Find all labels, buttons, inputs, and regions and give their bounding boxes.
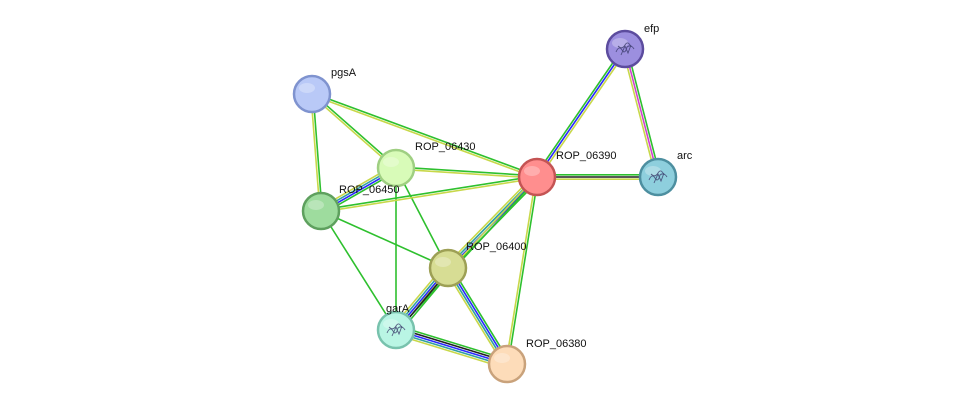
edge-evidence-neighborhood [507, 176, 539, 365]
node-ROP_06400[interactable]: ROP_06400 [428, 241, 527, 288]
edge-evidence-cooccurrence [536, 48, 626, 178]
node-label: ROP_06430 [415, 141, 476, 153]
node-label: ROP_06400 [466, 241, 527, 253]
node-circle[interactable] [605, 29, 645, 69]
node-label: ROP_06380 [526, 338, 587, 350]
node-circle[interactable] [376, 148, 416, 188]
edge-pgsA-ROP_06450[interactable] [310, 93, 323, 212]
edge-evidence-textmining [320, 177, 538, 213]
edge-ROP_06450-ROP_06390[interactable] [320, 175, 538, 213]
node-label: pgsA [331, 67, 357, 79]
node-label: efp [644, 23, 659, 35]
edge-evidence-textmining [310, 93, 321, 212]
node-label: ROP_06450 [339, 184, 400, 196]
node-label: ROP_06390 [556, 150, 617, 162]
node-circle[interactable] [638, 157, 678, 197]
edge-ROP_06430-ROP_06390[interactable] [395, 166, 538, 179]
edge-evidence-neighborhood [312, 93, 323, 212]
node-highlight [308, 200, 324, 210]
node-highlight [383, 157, 399, 167]
node-circle[interactable] [292, 74, 332, 114]
edge-ROP_06450-ROP_06400[interactable] [320, 210, 449, 269]
edge-evidence-coexpression [395, 327, 509, 363]
node-pgsA[interactable]: pgsA [292, 67, 357, 114]
node-label: garA [386, 303, 410, 315]
node-label: arc [677, 150, 693, 162]
node-circle[interactable] [487, 344, 527, 384]
node-highlight [612, 38, 628, 48]
edge-evidence-textmining [505, 176, 537, 365]
node-circle[interactable] [428, 248, 468, 288]
edge-evidence-neighborhood [320, 210, 397, 331]
edge-evidence-neighborhood [311, 92, 539, 177]
node-highlight [524, 166, 540, 176]
node-ROP_06450[interactable]: ROP_06450 [301, 184, 400, 231]
node-highlight [383, 319, 399, 329]
edge-evidence-textmining [310, 94, 538, 179]
node-efp[interactable]: efp [605, 23, 659, 69]
protein-structure-icon [648, 170, 668, 184]
protein-structure-icon [386, 323, 406, 337]
edge-pgsA-ROP_06390[interactable] [310, 92, 539, 179]
edge-evidence-textmining [538, 49, 628, 180]
edge-evidence-textmining [393, 333, 507, 370]
node-highlight [645, 166, 661, 176]
node-ROP_06380[interactable]: ROP_06380 [487, 338, 587, 384]
edge-garA-ROP_06380[interactable] [393, 324, 510, 370]
node-highlight [299, 83, 315, 93]
edge-ROP_06390-efp[interactable] [534, 46, 628, 180]
node-circle[interactable] [517, 157, 557, 197]
edge-evidence-neighborhood [626, 47, 661, 178]
edge-evidence-neighborhood [395, 166, 538, 177]
edge-evidence-experiments [624, 48, 659, 178]
edge-evidence-neighborhood [534, 46, 624, 177]
edge-evidence-neighborhood [396, 324, 510, 361]
edge-evidence-fusion [394, 331, 508, 367]
edge-evidence-cooccurrence [395, 329, 508, 365]
edge-evidence-neighborhood [320, 210, 449, 269]
node-garA[interactable]: garA [376, 303, 416, 350]
node-highlight [435, 257, 451, 267]
edge-evidence-textmining [395, 168, 538, 179]
node-ROP_06430[interactable]: ROP_06430 [376, 141, 476, 188]
edge-evidence-textmining [444, 173, 536, 267]
edge-ROP_06390-ROP_06380[interactable] [505, 176, 539, 365]
edge-efp-arc[interactable] [622, 47, 661, 179]
edge-ROP_06390-arc[interactable] [536, 174, 659, 180]
edges-layer [310, 46, 661, 370]
node-highlight [494, 353, 510, 363]
node-arc[interactable]: arc [638, 150, 693, 197]
node-ROP_06390[interactable]: ROP_06390 [517, 150, 617, 197]
edge-evidence-neighborhood [320, 175, 538, 211]
node-circle[interactable] [301, 191, 341, 231]
edge-evidence-textmining [622, 48, 657, 179]
protein-structure-icon [615, 42, 635, 56]
node-circle[interactable] [376, 310, 416, 350]
edge-ROP_06450-garA[interactable] [320, 210, 397, 331]
